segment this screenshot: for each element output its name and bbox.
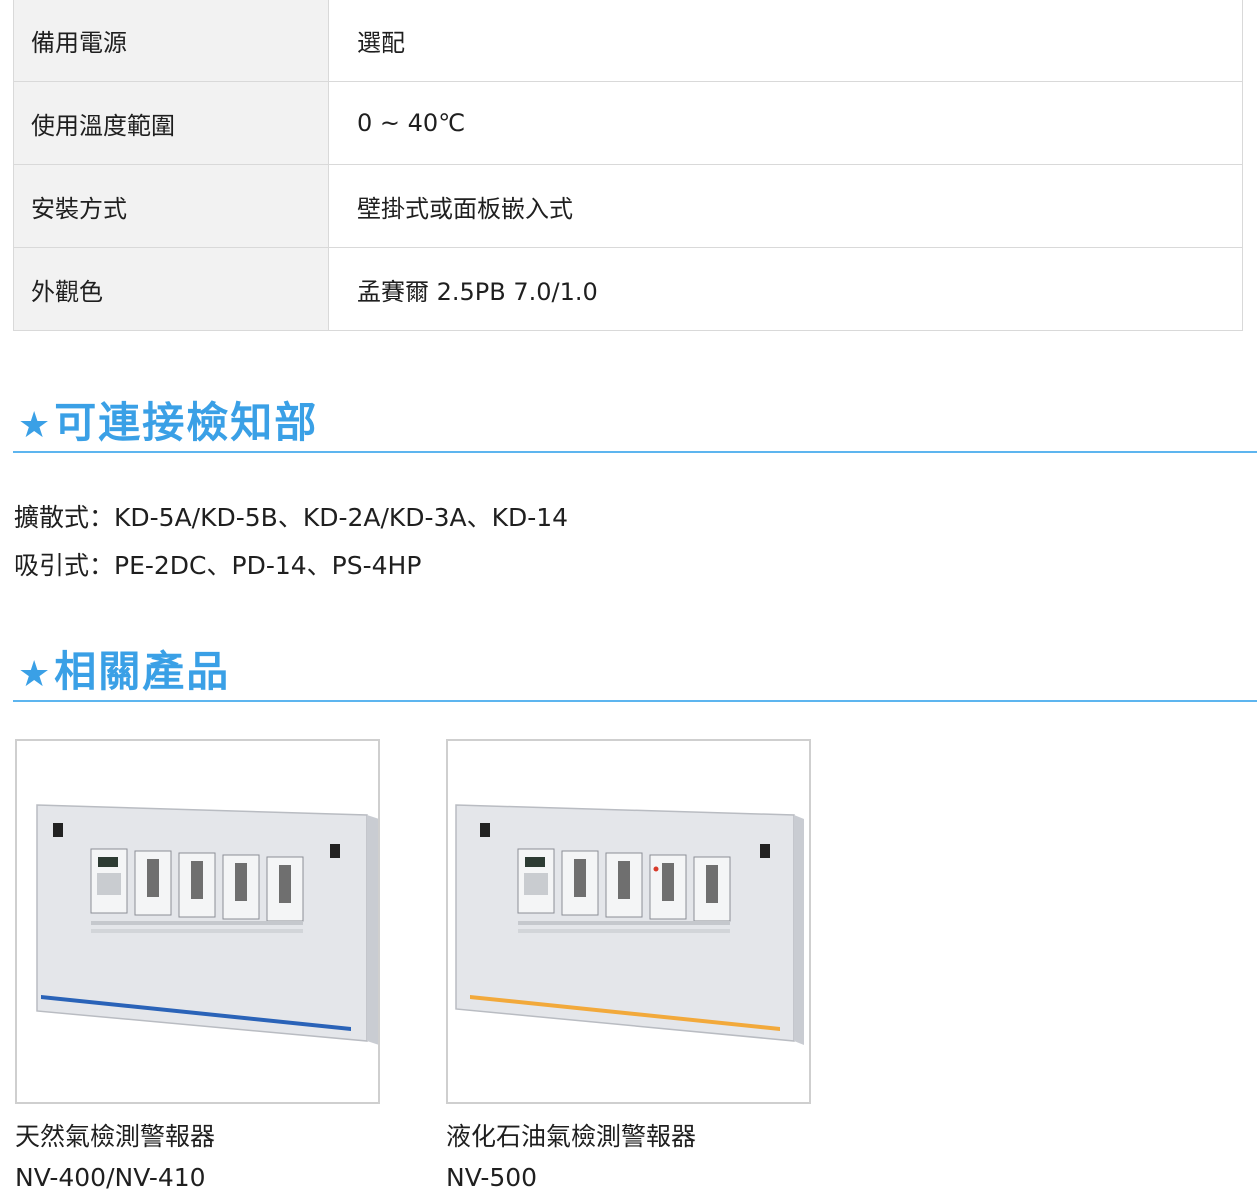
- section-title-text: 可連接檢知部: [54, 398, 319, 447]
- spec-row: 安裝方式 壁掛式或面板嵌入式: [13, 164, 1243, 248]
- product-card[interactable]: 液化石油氣檢測警報器 NV-500: [446, 739, 811, 1192]
- lpg-alarm-panel-image: [455, 804, 804, 1045]
- spec-row: 備用電源 選配: [13, 0, 1243, 82]
- spec-table: 備用電源 選配 使用溫度範圍 0 ~ 40℃ 安裝方式 壁掛式或面板嵌入式 外觀…: [13, 0, 1243, 331]
- spec-key: 安裝方式: [13, 164, 329, 248]
- product-model: NV-400/NV-410: [15, 1163, 206, 1192]
- spec-key: 使用溫度範圍: [13, 81, 329, 165]
- spec-row: 外觀色 孟賽爾 2.5PB 7.0/1.0: [13, 247, 1243, 331]
- product-name[interactable]: 液化石油氣檢測警報器: [446, 1122, 697, 1151]
- section-divider: [13, 451, 1257, 453]
- product-name[interactable]: 天然氣檢測警報器: [15, 1122, 216, 1151]
- gas-alarm-panel-image: [36, 804, 378, 1045]
- product-image[interactable]: [15, 739, 380, 1104]
- section-divider: [13, 700, 1257, 702]
- spec-key: 備用電源: [13, 0, 329, 82]
- star-icon: ★: [18, 405, 53, 446]
- spec-value: 0 ~ 40℃: [328, 81, 1243, 165]
- product-card[interactable]: 天然氣檢測警報器 NV-400/NV-410: [15, 739, 380, 1192]
- spec-key: 外觀色: [13, 247, 329, 331]
- star-icon: ★: [18, 654, 53, 695]
- spec-value: 孟賽爾 2.5PB 7.0/1.0: [328, 247, 1243, 331]
- section-title-text: 相關產品: [54, 647, 231, 696]
- detector-line-diffusion: 擴散式：KD-5A/KD-5B、KD-2A/KD-3A、KD-14: [14, 503, 569, 532]
- detector-line-suction: 吸引式：PE-2DC、PD-14、PS-4HP: [14, 551, 422, 580]
- product-image[interactable]: [446, 739, 811, 1104]
- spec-value: 選配: [328, 0, 1243, 82]
- section-title-detectors: ★可連接檢知部: [18, 402, 318, 444]
- section-title-related: ★相關產品: [18, 651, 230, 693]
- product-model: NV-500: [446, 1163, 538, 1192]
- spec-value: 壁掛式或面板嵌入式: [328, 164, 1243, 248]
- spec-row: 使用溫度範圍 0 ~ 40℃: [13, 81, 1243, 165]
